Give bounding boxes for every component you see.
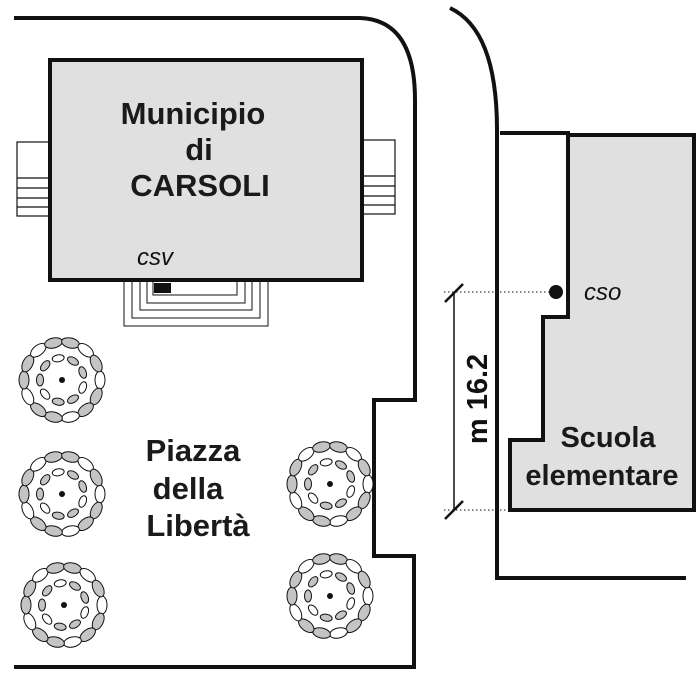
right-staircase	[361, 139, 396, 215]
school-label-line2: elementare	[525, 460, 678, 492]
distance-label: m 16.2	[462, 354, 494, 444]
tree-icon	[286, 441, 374, 527]
town-hall-label-line2: di	[185, 132, 213, 167]
school-label-line1: Scuola	[560, 422, 656, 454]
tree-icon	[20, 562, 108, 648]
square-label-line1: Piazza	[146, 433, 242, 468]
school-building-outline	[500, 131, 696, 512]
town-hall-building	[48, 58, 364, 282]
left-staircase	[16, 141, 51, 217]
tree-icon	[18, 337, 106, 423]
tree-icon	[18, 451, 106, 537]
station-csv-label: csv	[137, 244, 175, 271]
school-building	[500, 133, 694, 510]
distance-dimension-line	[444, 283, 549, 520]
entrance-steps	[123, 279, 269, 327]
tree-icon	[286, 553, 374, 639]
station-cso-label: cso	[584, 279, 621, 306]
square-label-line2: della	[153, 471, 224, 506]
town-hall-label-line3: CARSOLI	[130, 168, 270, 203]
town-hall-label-line1: Municipio	[121, 96, 266, 131]
trees-layer	[18, 337, 374, 648]
square-label-line3: Libertà	[146, 508, 250, 543]
station-marker-icon	[549, 285, 563, 299]
plaza-boundary-line	[14, 16, 417, 669]
station-marker-icon	[154, 283, 171, 293]
school-street-boundary	[449, 6, 686, 580]
